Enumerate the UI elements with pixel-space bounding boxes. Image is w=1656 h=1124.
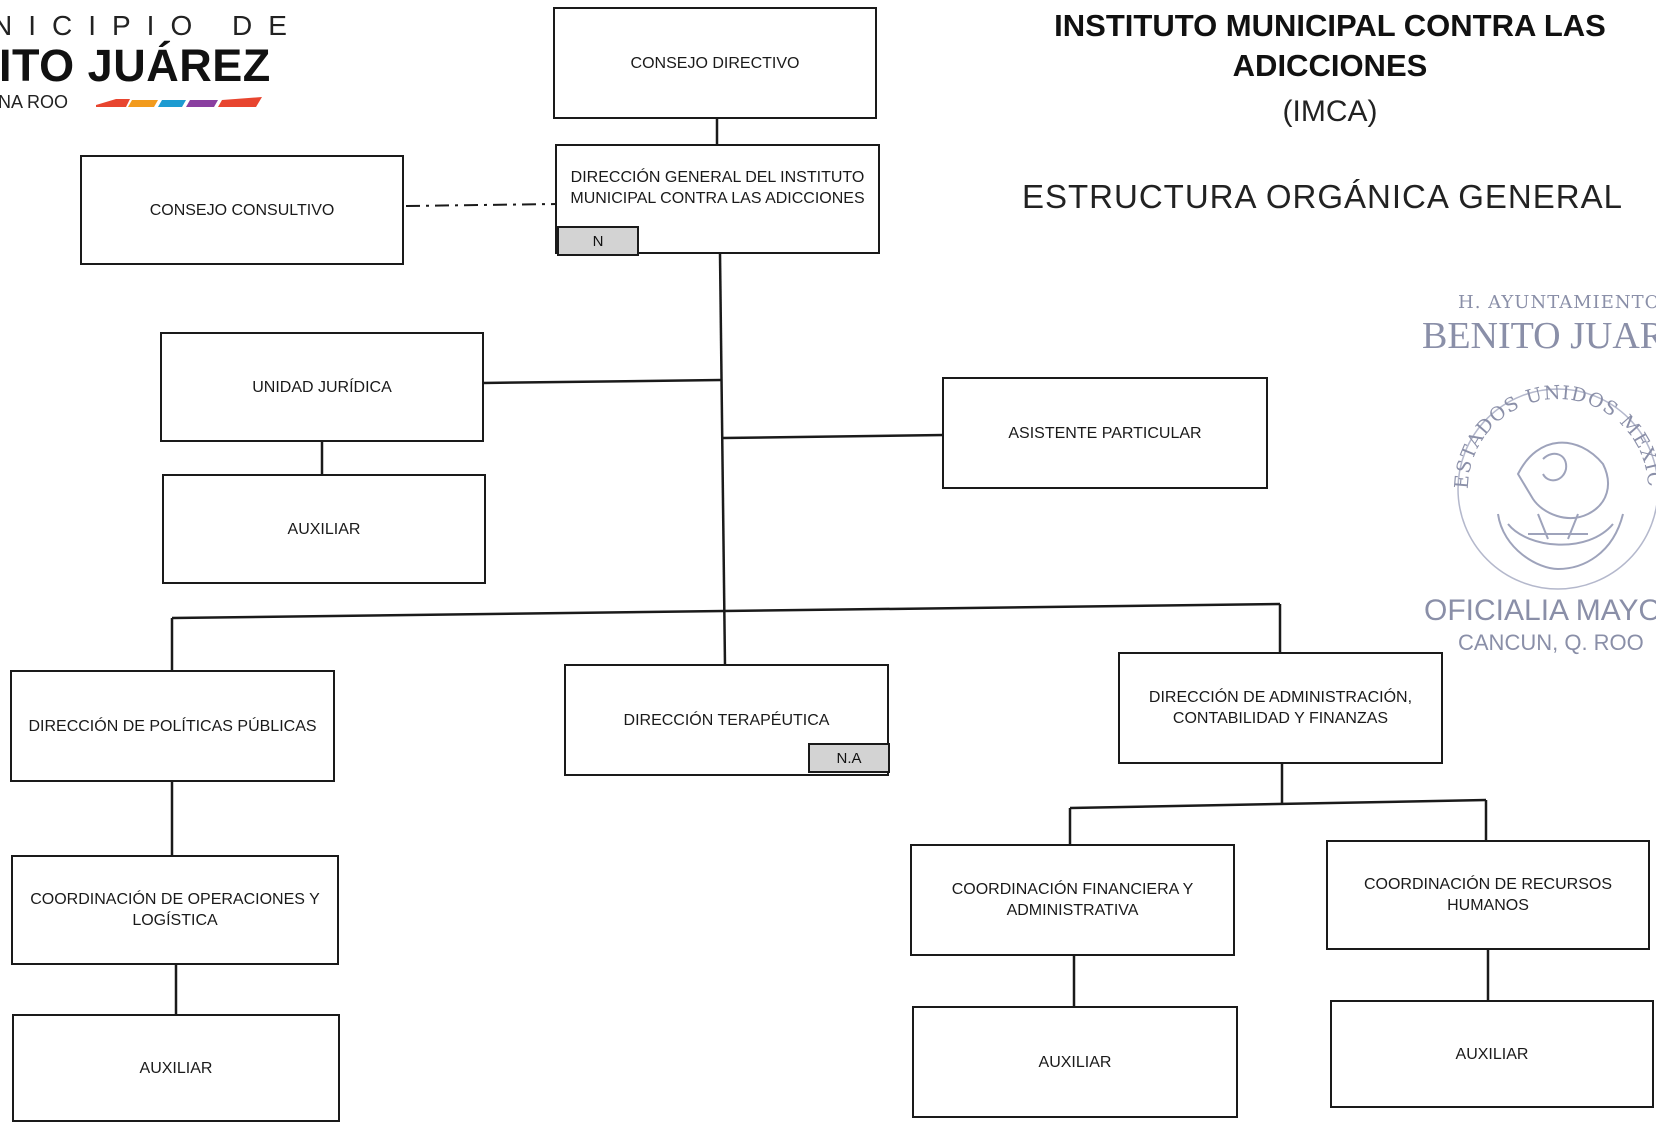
asistente-particular-label: ASISTENTE PARTICULAR <box>1008 424 1202 442</box>
consejo-directivo-label: CONSEJO DIRECTIVO <box>630 54 800 72</box>
coordinacion-operaciones-label: COORDINACIÓN DE OPERACIONES Y LOGÍSTICA <box>30 891 320 929</box>
seal-location-text: CANCUN, Q. ROO <box>1458 630 1644 655</box>
coordinacion-financiera-label: COORDINACIÓN FINANCIERA Y ADMINISTRATIVA <box>951 881 1194 919</box>
municipality-logo: NICIPIO DE NITO JUÁREZ ANA ROO <box>0 0 287 120</box>
institute-title: INSTITUTO MUNICIPAL CONTRA LAS ADICCIONE… <box>1054 8 1606 83</box>
seal-emblem-icon: ESTADOS UNIDOS MEXICANOS <box>1438 364 1656 590</box>
coordinacion-rrhh-box: COORDINACIÓN DE RECURSOS HUMANOS <box>1326 840 1650 950</box>
logo-municipio-text: NICIPIO DE <box>0 10 303 41</box>
direccion-administracion-box: DIRECCIÓN DE ADMINISTRACIÓN, CONTABILIDA… <box>1118 652 1443 764</box>
svg-text:ESTADOS UNIDOS MEXICANOS: ESTADOS UNIDOS MEXICANOS <box>1438 364 1656 490</box>
institute-abbreviation: (IMCA) <box>1282 95 1378 128</box>
seal-oficialia-text: OFICIALIA MAYOR <box>1424 594 1656 627</box>
direccion-general-level-tag: N <box>557 226 639 256</box>
consejo-directivo-box: CONSEJO DIRECTIVO <box>553 7 877 119</box>
coordinacion-operaciones-box: COORDINACIÓN DE OPERACIONES Y LOGÍSTICA <box>11 855 339 965</box>
auxiliar-juridica-box: AUXILIAR <box>162 474 486 584</box>
structure-subtitle: ESTRUCTURA ORGÁNICA GENERAL <box>1022 178 1623 215</box>
consejo-consultivo-box: CONSEJO CONSULTIVO <box>80 155 404 265</box>
seal-benito-juarez-text: BENITO JUAREZ <box>1422 315 1656 357</box>
unidad-juridica-box: UNIDAD JURÍDICA <box>160 332 484 442</box>
direccion-general-label: DIRECCIÓN GENERAL DEL INSTITUTO MUNICIPA… <box>570 169 865 207</box>
auxiliar-financiera-label: AUXILIAR <box>1038 1053 1112 1071</box>
auxiliar-operaciones-label: AUXILIAR <box>139 1059 213 1077</box>
direccion-politicas-label: DIRECCIÓN DE POLÍTICAS PÚBLICAS <box>28 717 317 735</box>
unidad-juridica-label: UNIDAD JURÍDICA <box>252 378 392 396</box>
asistente-particular-box: ASISTENTE PARTICULAR <box>942 377 1268 489</box>
direccion-politicas-box: DIRECCIÓN DE POLÍTICAS PÚBLICAS <box>10 670 335 782</box>
auxiliar-juridica-label: AUXILIAR <box>287 520 361 538</box>
auxiliar-financiera-box: AUXILIAR <box>912 1006 1238 1118</box>
auxiliar-rrhh-label: AUXILIAR <box>1455 1045 1529 1063</box>
direccion-administracion-label: DIRECCIÓN DE ADMINISTRACIÓN, CONTABILIDA… <box>1148 689 1413 727</box>
seal-ayuntamiento-text: H. AYUNTAMIENTO <box>1458 292 1656 313</box>
logo-benito-juarez-text: NITO JUÁREZ <box>0 40 271 91</box>
logo-state-text: ANA ROO <box>0 92 69 112</box>
coordinacion-financiera-box: COORDINACIÓN FINANCIERA Y ADMINISTRATIVA <box>910 844 1235 956</box>
coordinacion-rrhh-label: COORDINACIÓN DE RECURSOS HUMANOS <box>1363 876 1613 914</box>
auxiliar-operaciones-box: AUXILIAR <box>12 1014 340 1122</box>
direccion-terapeutica-label: DIRECCIÓN TERAPÉUTICA <box>623 711 830 729</box>
consejo-consultivo-label: CONSEJO CONSULTIVO <box>149 201 335 219</box>
official-seal: H. AYUNTAMIENTO BENITO JUAREZ ESTADOS UN… <box>1410 292 1656 662</box>
logo-stripe-graphic <box>96 97 262 107</box>
seal-ring-text: ESTADOS UNIDOS MEXICANOS <box>1438 364 1656 490</box>
direccion-terapeutica-level-tag: N.A <box>808 743 890 773</box>
auxiliar-rrhh-box: AUXILIAR <box>1330 1000 1654 1108</box>
